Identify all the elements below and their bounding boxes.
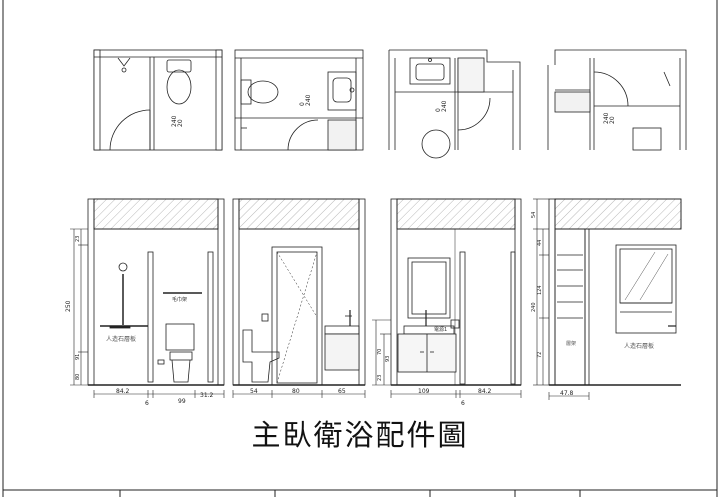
elev-4-dim-height-c: 240	[531, 302, 537, 312]
elev-4-dim-height-e: 72	[537, 352, 543, 358]
elev-4-dim-height-b: 44	[537, 240, 543, 246]
plan-view-2	[234, 49, 364, 151]
plan-4-dim-b: 20	[609, 116, 616, 124]
elev-1-note-shelf: 人造石層板	[106, 335, 136, 343]
plan-4-dim-a: 240	[603, 112, 610, 124]
plan-1-dim-a: 240	[171, 115, 178, 127]
elev-3-dim-width-a: 109	[418, 388, 430, 395]
elev-3-dim-width-b: 84.2	[478, 388, 492, 395]
elev-1-dim-width-b: 6	[145, 400, 149, 407]
elev-3-note-power: 電源1	[434, 326, 447, 333]
elev-3-dim-height-a: 70	[377, 349, 383, 355]
elevation-view-1	[87, 198, 225, 386]
elev-3-dim-height-b: 93	[385, 356, 391, 362]
elev-4-dim-height-d: 124	[537, 285, 543, 295]
elev-1-dim-width-a: 84.2	[116, 388, 130, 395]
elev-3-dimensions	[372, 319, 522, 398]
drawing-title: 主臥衛浴配件圖	[251, 418, 469, 452]
plan-3-dim-a: 0	[435, 108, 442, 112]
plan-view-4	[547, 49, 687, 151]
elev-4-note-shelf-rack: 層架	[566, 341, 576, 347]
plan-2-dim-b: 240	[305, 94, 312, 106]
plan-3-dim-b: 240	[441, 100, 448, 112]
elevation-view-4	[548, 198, 682, 386]
elev-2-dim-width-a: 54	[250, 388, 258, 395]
elev-1-dim-height-mid: 91	[75, 354, 81, 360]
elev-1-dim-height-low: 80	[75, 374, 81, 380]
elev-2-dimensions	[232, 390, 366, 398]
elev-1-note-towel-bar: 毛巾架	[172, 296, 187, 303]
elev-1-dim-width-c: 99	[178, 398, 186, 405]
elev-4-note-stone-shelf: 人造石層板	[624, 342, 654, 350]
plan-1-dim-b: 20	[177, 119, 184, 127]
plan-view-3	[388, 49, 521, 159]
elev-4-dim-width-a: 47.8	[560, 390, 574, 397]
elev-3-dim-height-c: 23	[377, 375, 383, 381]
plan-view-1	[93, 49, 223, 151]
elev-2-dim-width-b: 80	[292, 388, 300, 395]
elev-4-dim-height-a: 54	[531, 212, 537, 218]
elev-4-dimensions	[533, 198, 590, 400]
elevation-view-3	[390, 198, 522, 386]
elev-2-dim-width-c: 65	[338, 388, 346, 395]
plan-2-dim-a: 0	[299, 102, 306, 106]
elev-1-dim-height-total: 250	[65, 300, 72, 312]
elev-1-dim-width-d: 31.2	[200, 392, 214, 399]
elev-3-dim-width-c: 6	[461, 400, 465, 407]
elevation-view-2	[232, 198, 366, 386]
elev-1-dim-height-top: 23	[75, 236, 81, 242]
elev-1-dimensions	[70, 228, 225, 398]
